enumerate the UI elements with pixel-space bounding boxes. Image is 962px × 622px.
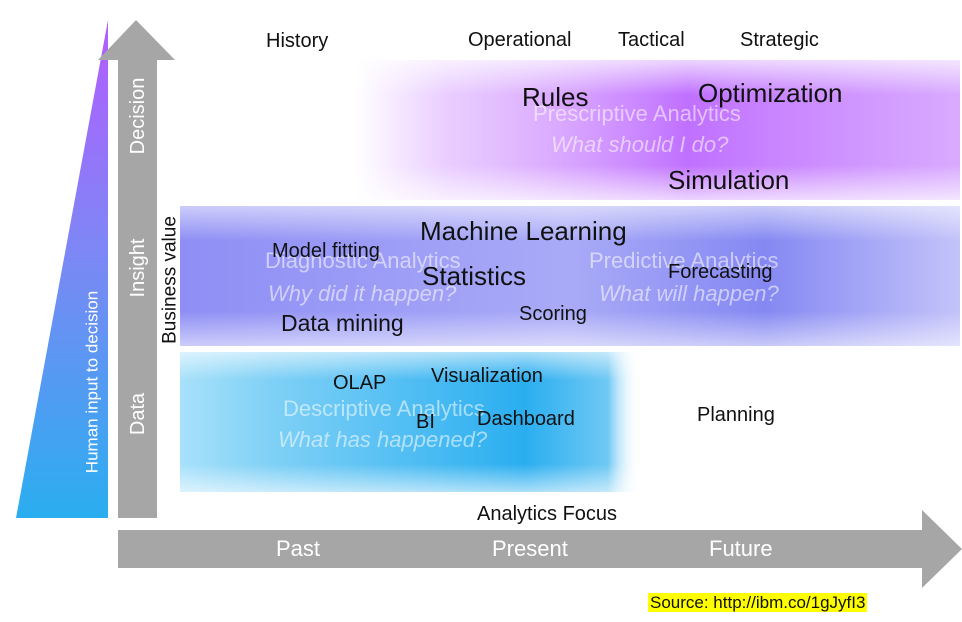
horizontal-axis-arrow [118,510,962,588]
term-optimization: Optimization [698,78,843,108]
prescriptive-question: What should I do? [551,132,729,157]
term-simulation: Simulation [668,165,790,195]
descriptive-question: What has happened? [278,427,488,452]
predictive-title: Predictive Analytics [589,248,779,273]
diagnostic-question: Why did it happen? [268,281,457,306]
predictive-question: What will happen? [599,281,779,306]
term-forecasting: Forecasting [668,261,773,283]
header-history: History [266,30,329,52]
header-operational: Operational [468,29,572,51]
vertical-axis-arrow [98,20,175,518]
prescriptive-title: Prescriptive Analytics [533,101,741,126]
term-dashboard: Dashboard [477,408,575,430]
term-scoring: Scoring [519,303,587,325]
human-input-label: Human input to decision [82,290,102,474]
diagnostic-title: Diagnostic Analytics [265,248,461,273]
header-tactical: Tactical [618,29,685,51]
tier-insight-label: Insight [127,238,149,298]
term-statistics: Statistics [422,261,527,291]
term-rules: Rules [522,82,589,112]
term-planning: Planning [697,404,775,426]
descriptive-title: Descriptive Analytics [283,396,485,421]
period-past: Past [276,536,321,561]
header-strategic: Strategic [740,29,819,51]
period-present: Present [492,536,568,561]
human-input-triangle [16,20,108,518]
source-note: Source: http://ibm.co/1gJyfI3 [648,593,868,612]
tier-data-label: Data [127,392,149,436]
term-bi: BI [416,411,435,433]
analytics-focus-label: Analytics Focus [477,503,618,525]
term-data-mining: Data mining [281,310,404,336]
term-visualization: Visualization [431,365,543,387]
tier-decision-label: Decision [127,77,149,155]
term-machine-learning: Machine Learning [420,216,627,246]
term-olap: OLAP [333,372,387,394]
business-value-label: Business value [159,216,181,344]
term-model-fitting: Model fitting [272,240,380,262]
period-future: Future [709,536,773,561]
